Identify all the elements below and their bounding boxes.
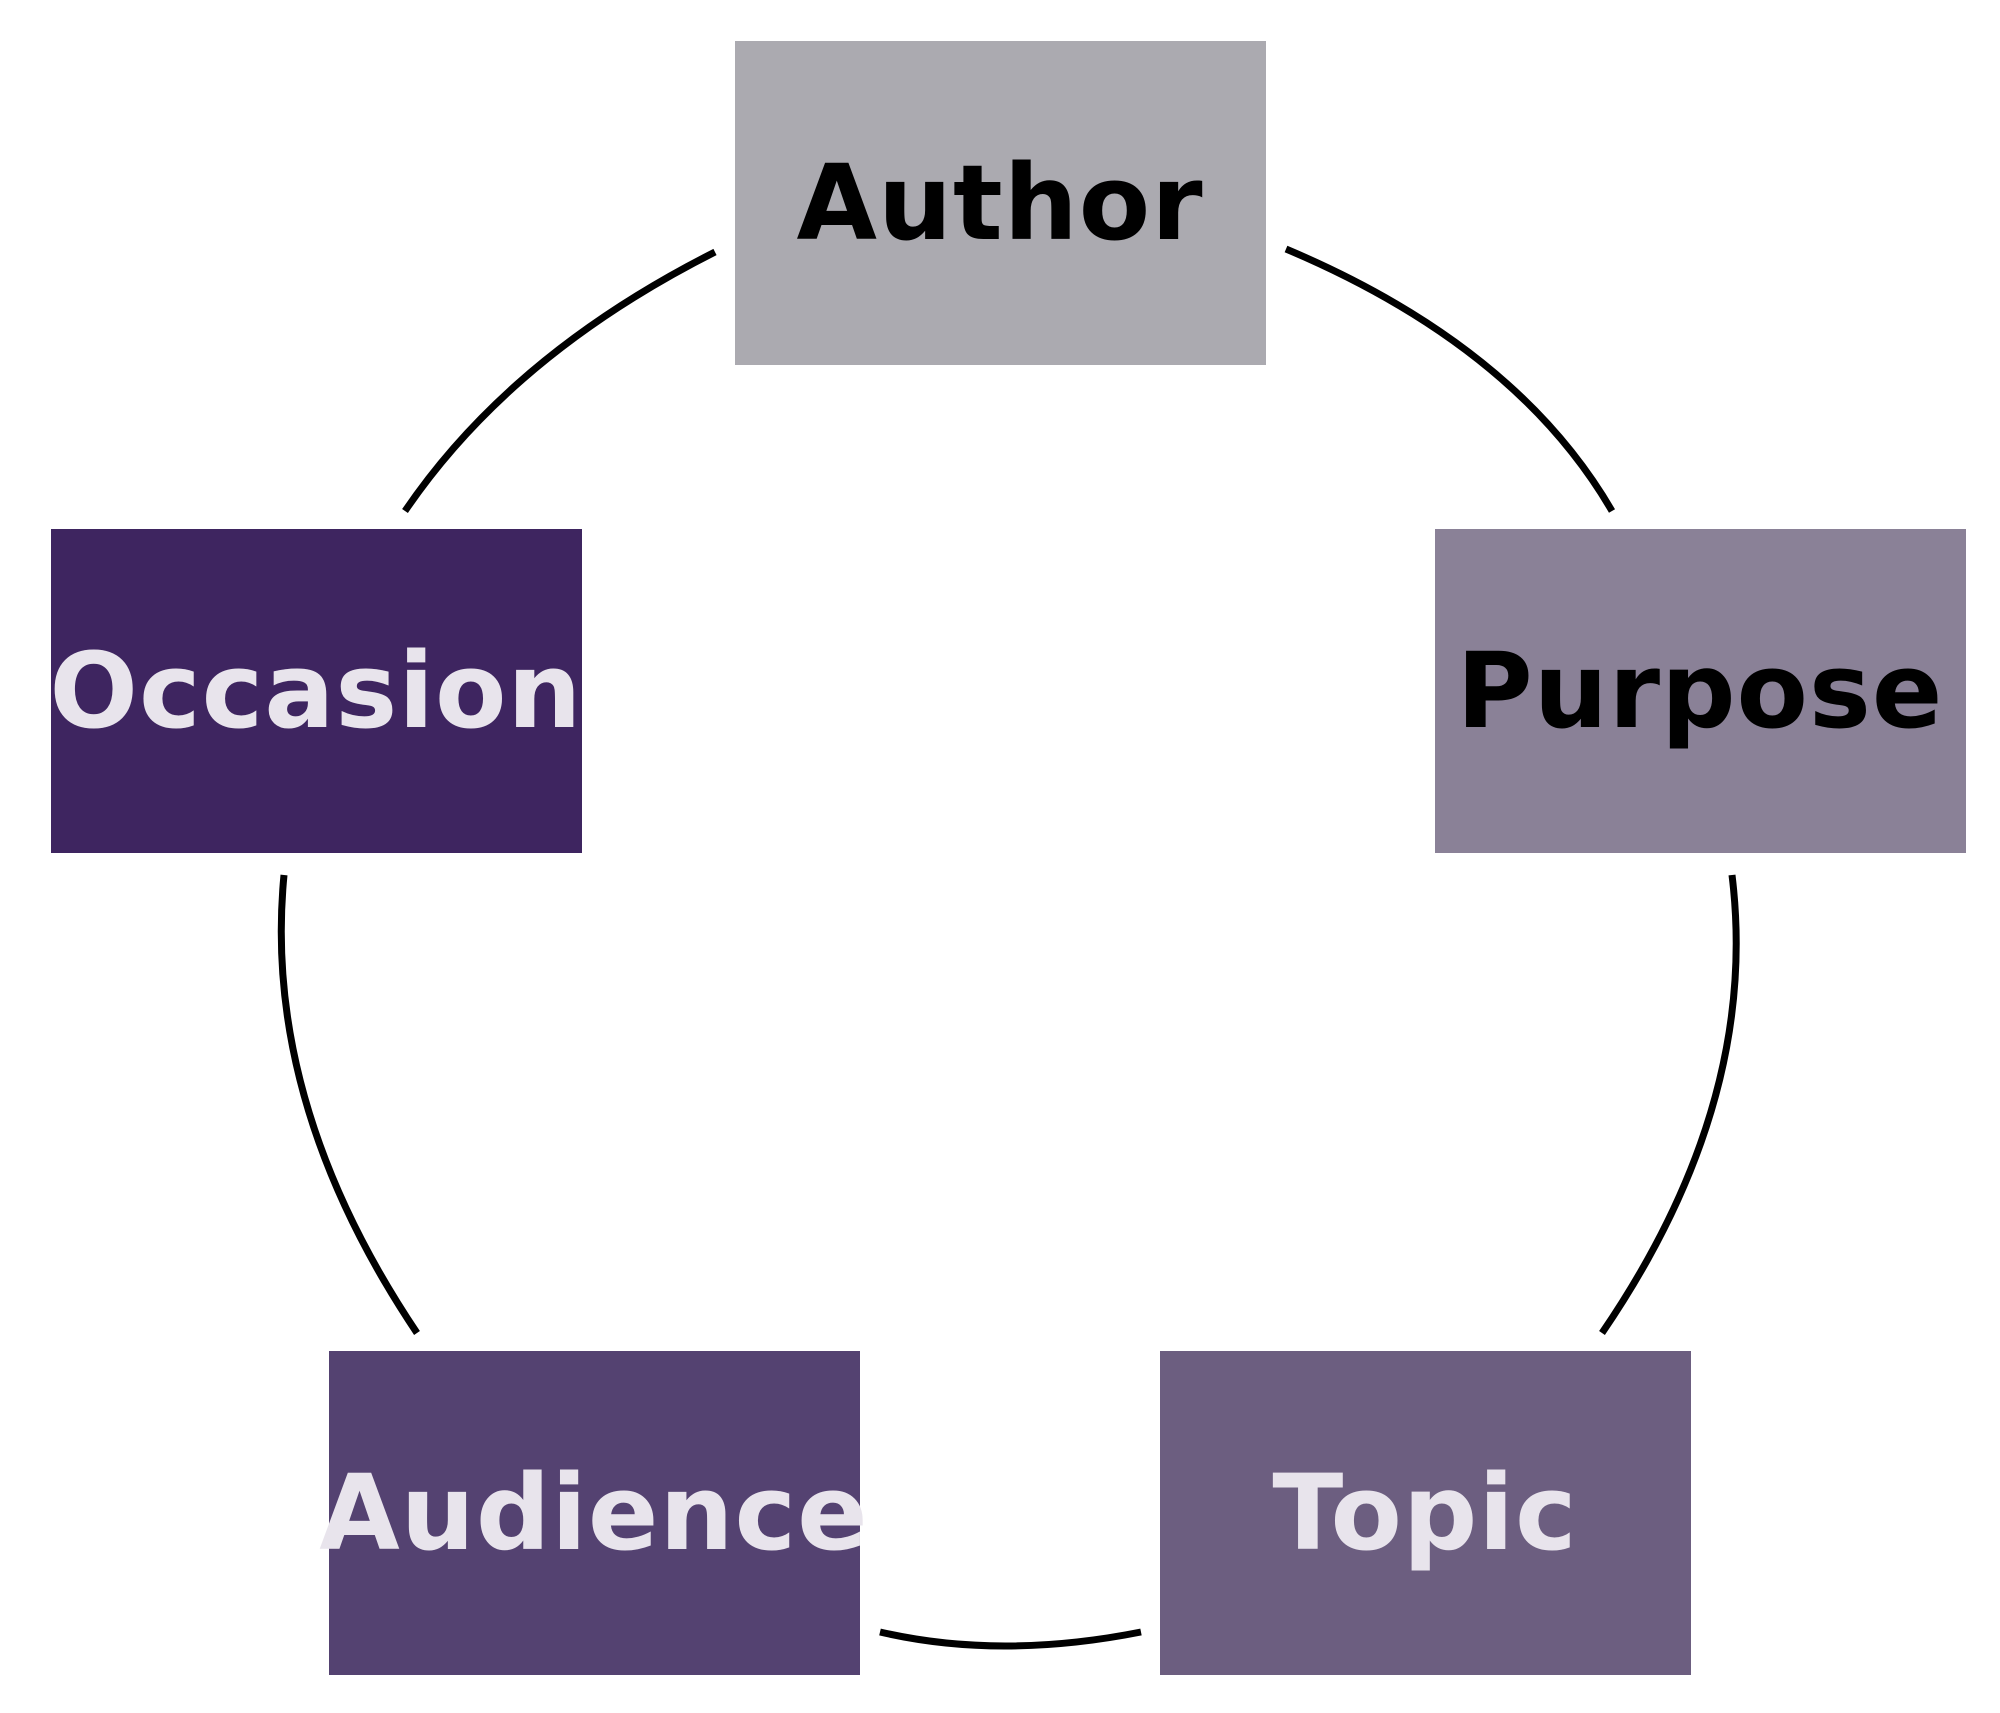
node-topic: Topic: [1160, 1351, 1691, 1675]
node-audience-label: Audience: [319, 1452, 868, 1574]
node-author: Author: [735, 41, 1266, 365]
node-occasion: Occasion: [50, 529, 583, 853]
connector-author-purpose: [1284, 245, 1616, 513]
node-purpose: Purpose: [1435, 529, 1966, 853]
connector-topic-audience: [879, 1628, 1142, 1650]
cycle-connectors: [277, 245, 1740, 1650]
node-author-label: Author: [796, 142, 1203, 264]
node-occasion-box: [51, 529, 582, 853]
node-audience-box: [329, 1351, 860, 1675]
node-author-box: [735, 41, 1266, 365]
connector-audience-occasion: [277, 874, 420, 1335]
connector-occasion-author: [402, 248, 717, 513]
node-audience: Audience: [319, 1351, 868, 1675]
connector-purpose-topic: [1599, 874, 1740, 1335]
node-occasion-label: Occasion: [50, 630, 583, 752]
node-purpose-label: Purpose: [1457, 630, 1944, 752]
node-purpose-box: [1435, 529, 1966, 853]
node-topic-box: [1160, 1351, 1691, 1675]
node-topic-label: Topic: [1272, 1452, 1577, 1574]
